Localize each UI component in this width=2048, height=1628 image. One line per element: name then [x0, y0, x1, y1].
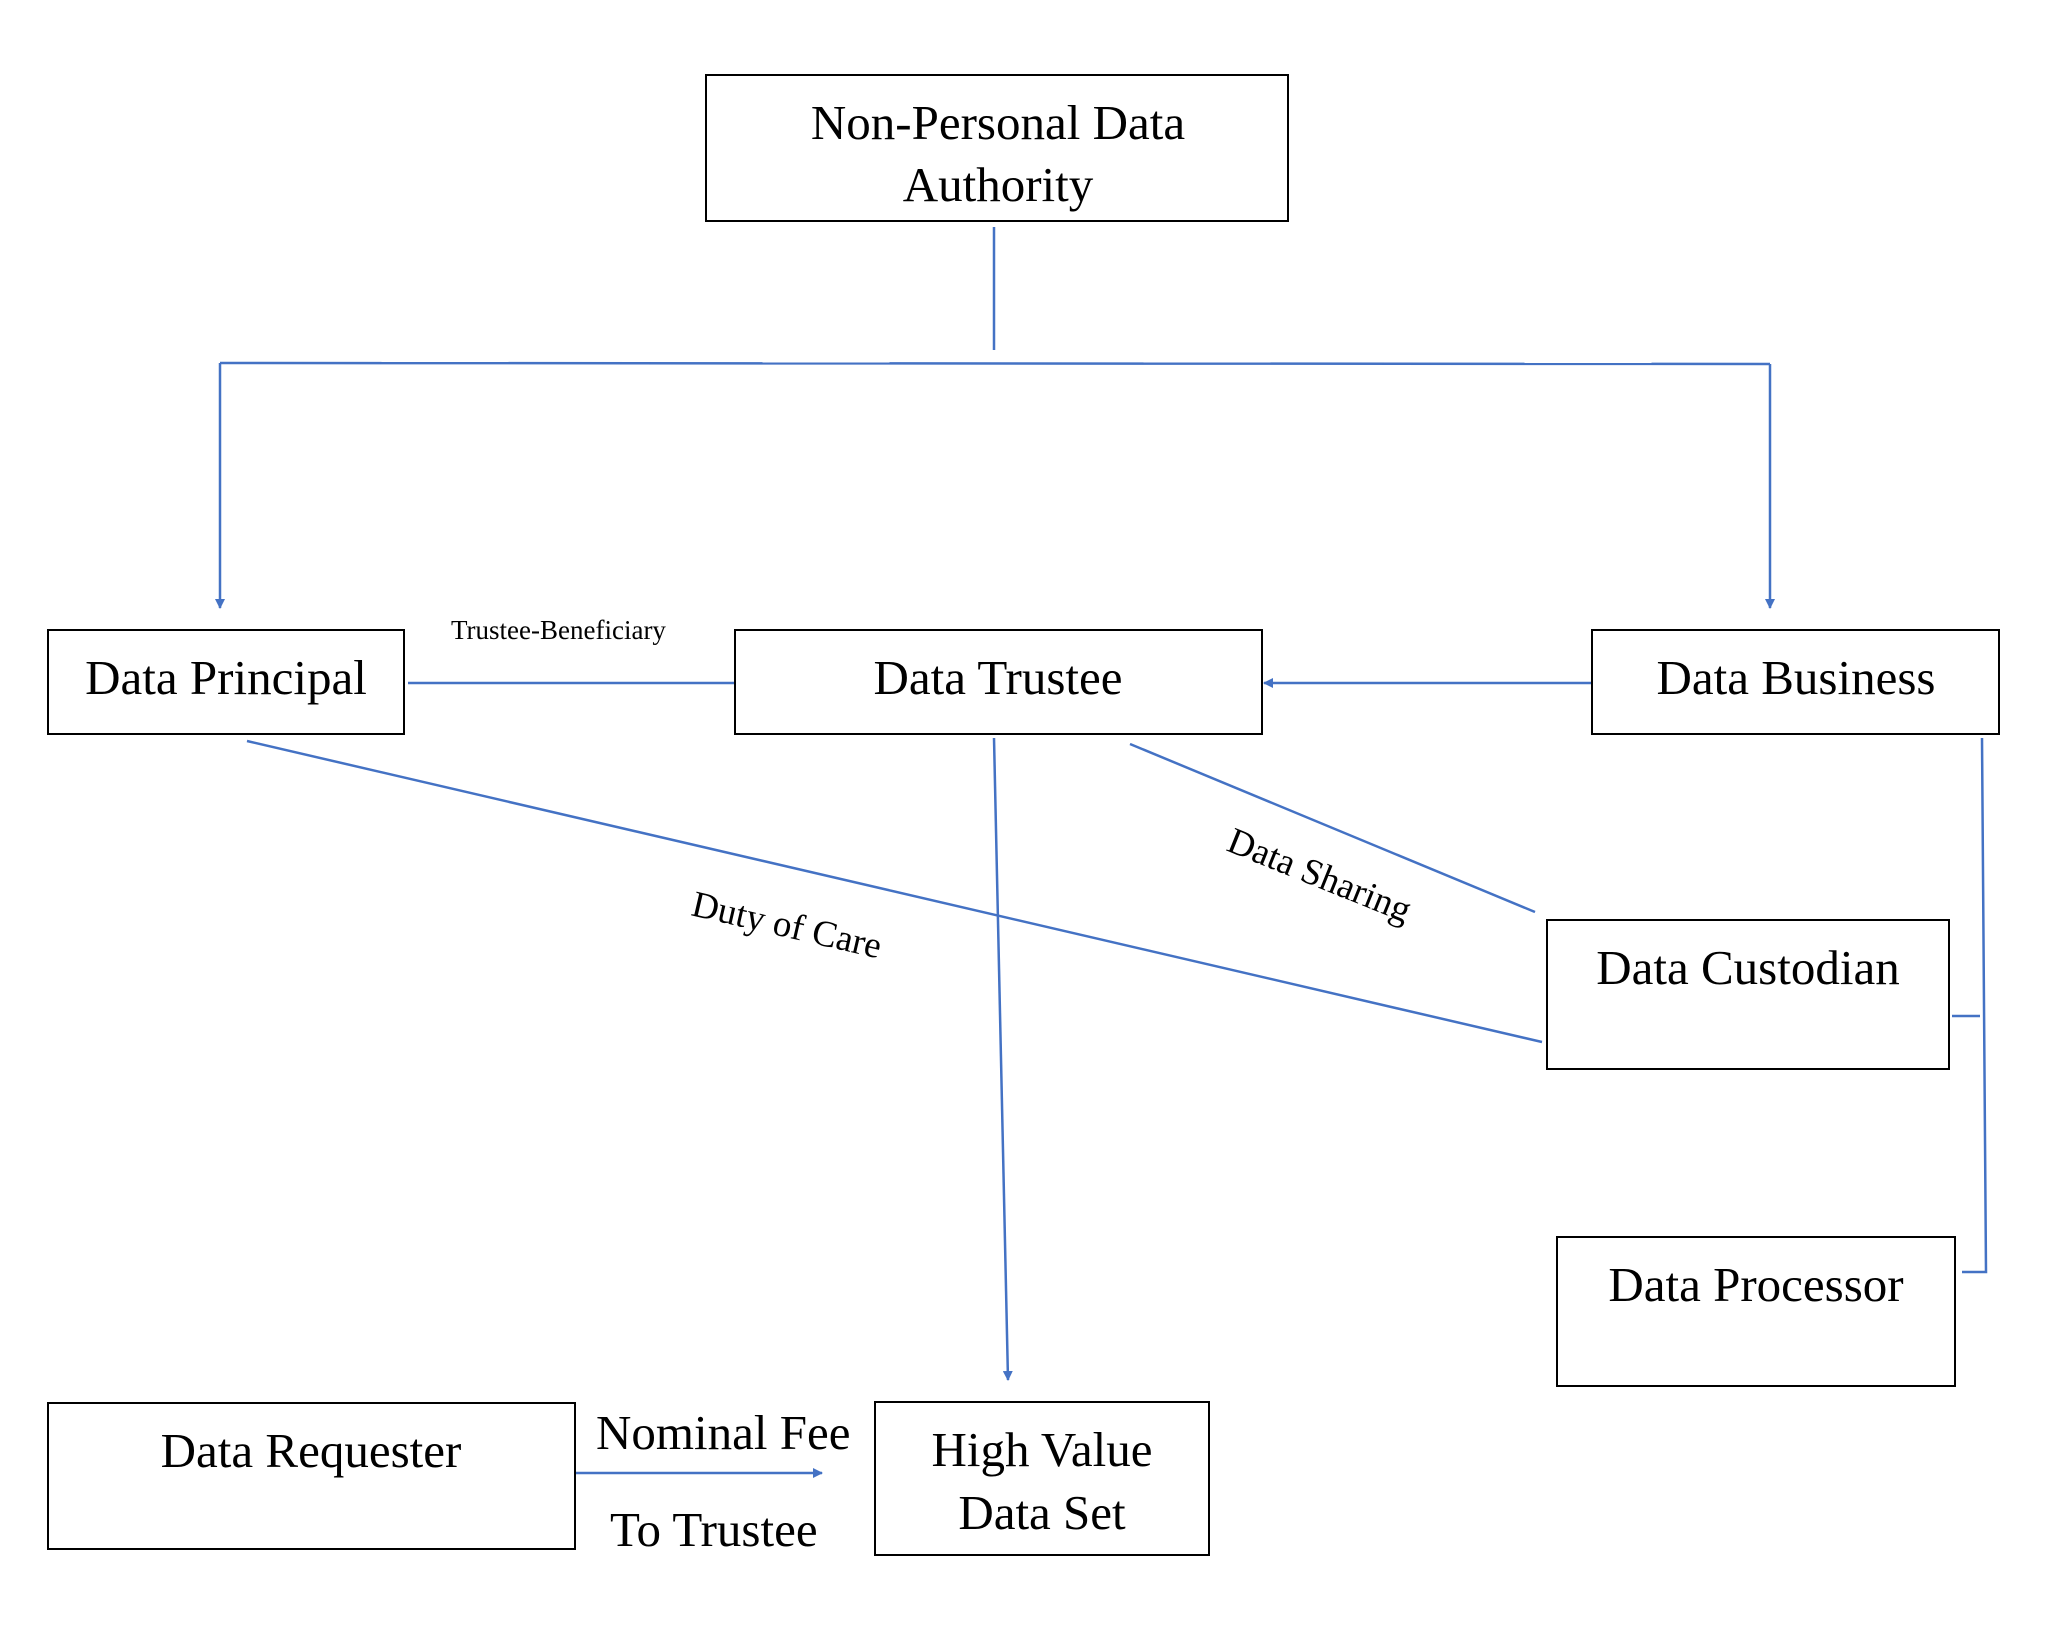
- connectors: [215, 227, 1988, 1478]
- business-processor-connector: [1962, 737, 1988, 1274]
- to-trustee-label: To Trustee: [610, 1502, 818, 1557]
- trustee-to-dataset-arrow: [992, 737, 1013, 1381]
- authority-box: [705, 74, 1289, 222]
- requester-node: Data Requester: [47, 1402, 576, 1550]
- principal-node: Data Principal: [47, 629, 405, 735]
- business-node: Data Business: [1591, 629, 2000, 735]
- principal-custodian-connector: [246, 739, 1543, 1044]
- dataset-label-line2: Data Set: [958, 1485, 1126, 1540]
- requester-box: [47, 1402, 576, 1550]
- authority-node: Non-Personal Data Authority: [705, 74, 1289, 222]
- custodian-label: Data Custodian: [1596, 940, 1899, 995]
- processor-box: [1556, 1236, 1956, 1387]
- dataset-box: [874, 1401, 1210, 1556]
- business-box: [1591, 629, 2000, 735]
- custodian-box: [1546, 919, 1950, 1070]
- trustee-beneficiary-label: Trustee-Beneficiary: [451, 615, 666, 645]
- authority-label-line2: Authority: [903, 157, 1094, 212]
- dataset-node: High Value Data Set: [874, 1401, 1210, 1556]
- principal-box: [47, 629, 405, 735]
- processor-label: Data Processor: [1608, 1257, 1903, 1312]
- business-label: Data Business: [1657, 650, 1936, 705]
- trustee-label: Data Trustee: [873, 650, 1122, 705]
- dataset-label-line1: High Value: [932, 1422, 1153, 1477]
- nominal-fee-label: Nominal Fee: [596, 1405, 850, 1460]
- trustee-node: Data Trustee: [734, 629, 1263, 735]
- requester-label: Data Requester: [161, 1423, 462, 1478]
- data-sharing-label: Data Sharing: [1222, 820, 1417, 931]
- principal-label: Data Principal: [85, 650, 367, 705]
- duty-of-care-label: Duty of Care: [688, 884, 885, 967]
- trustee-box: [734, 629, 1263, 735]
- processor-node: Data Processor: [1556, 1236, 1956, 1387]
- custodian-node: Data Custodian: [1546, 919, 1950, 1070]
- authority-label-line1: Non-Personal Data: [811, 95, 1185, 150]
- trustee-custodian-connector: [1129, 742, 1536, 914]
- authority-branch-connector: [219, 361, 1771, 366]
